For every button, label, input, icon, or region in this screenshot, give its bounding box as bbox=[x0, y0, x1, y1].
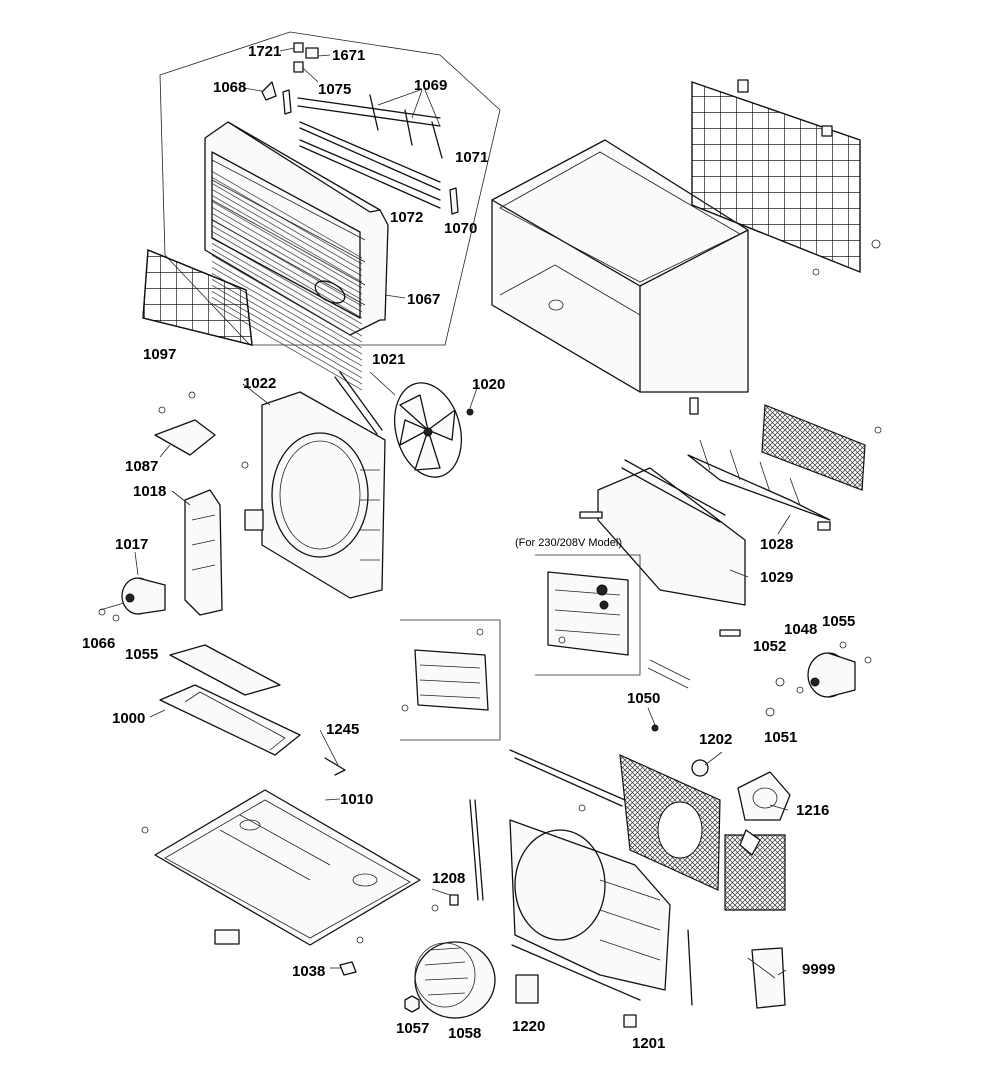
blower-wheel-1058 bbox=[414, 941, 496, 1019]
part-label-1068: 1068 bbox=[213, 79, 247, 96]
part-label-1208: 1208 bbox=[432, 870, 466, 887]
part-label-1066: 1066 bbox=[82, 635, 116, 652]
part-label-1057: 1057 bbox=[396, 1020, 430, 1037]
part-label-1055-right: 1055 bbox=[822, 613, 856, 630]
part-label-1245: 1245 bbox=[326, 721, 360, 738]
part-label-1051: 1051 bbox=[764, 729, 798, 746]
part-label-1072: 1072 bbox=[390, 209, 424, 226]
part-label-1721: 1721 bbox=[248, 43, 282, 60]
rear-grille bbox=[691, 79, 881, 276]
front-panel-1067 bbox=[204, 121, 406, 396]
condenser-shroud bbox=[619, 754, 791, 911]
part-label-1017: 1017 bbox=[115, 536, 149, 553]
control-panel bbox=[400, 619, 501, 741]
part-label-1050: 1050 bbox=[627, 690, 661, 707]
clip-1070 bbox=[449, 187, 459, 215]
rods-1072 bbox=[297, 97, 441, 209]
manual-9999 bbox=[751, 947, 786, 1009]
motor-1017 bbox=[98, 577, 166, 622]
cover-1000 bbox=[159, 644, 346, 776]
bracket-1068 bbox=[261, 81, 277, 101]
clips-1069 bbox=[369, 89, 443, 159]
part-label-1075: 1075 bbox=[318, 81, 352, 98]
part-label-1216: 1216 bbox=[796, 802, 830, 819]
base-pan-1010 bbox=[141, 789, 421, 946]
part-label-1087: 1087 bbox=[125, 458, 159, 475]
cabinet-box bbox=[491, 139, 749, 393]
part-label-1097: 1097 bbox=[143, 346, 177, 363]
part-label-1220: 1220 bbox=[512, 1018, 546, 1035]
part-label-1067: 1067 bbox=[407, 291, 441, 308]
model-note: (For 230/208V Model) bbox=[515, 537, 622, 549]
fan-blade-1021 bbox=[394, 382, 474, 478]
part-label-1671: 1671 bbox=[332, 47, 366, 64]
part-label-1201: 1201 bbox=[632, 1035, 666, 1052]
clip-1075 bbox=[293, 61, 304, 73]
shroud-1022 bbox=[244, 371, 386, 599]
part-label-1055-left: 1055 bbox=[125, 646, 159, 663]
leader-lines bbox=[134, 371, 791, 976]
plate-1220 bbox=[515, 974, 539, 1004]
clip-1721 bbox=[293, 42, 304, 53]
part-label-1029: 1029 bbox=[760, 569, 794, 586]
partition-1029 bbox=[579, 459, 746, 637]
filter-1097 bbox=[142, 249, 253, 346]
clip-1050 bbox=[651, 724, 659, 732]
part-label-1069: 1069 bbox=[414, 77, 448, 94]
part-label-1058: 1058 bbox=[448, 1025, 482, 1042]
part-label-1202: 1202 bbox=[699, 731, 733, 748]
bracket-1087 bbox=[154, 419, 216, 456]
part-label-1020: 1020 bbox=[472, 376, 506, 393]
nut-1057 bbox=[404, 995, 420, 1013]
clip-1038 bbox=[339, 961, 357, 976]
bracket-1216 bbox=[739, 829, 761, 856]
part-label-1021: 1021 bbox=[372, 351, 406, 368]
part-label-1022: 1022 bbox=[243, 375, 277, 392]
part-label-9999: 9999 bbox=[802, 961, 836, 978]
blower-housing bbox=[431, 749, 693, 1006]
clip-1201 bbox=[623, 1014, 637, 1028]
part-label-1048: 1048 bbox=[784, 621, 818, 638]
part-label-1070: 1070 bbox=[444, 220, 478, 237]
part-label-1038: 1038 bbox=[292, 963, 326, 980]
capacitor-bracket bbox=[535, 554, 691, 689]
part-label-1000: 1000 bbox=[112, 710, 146, 727]
part-label-1052: 1052 bbox=[753, 638, 787, 655]
part-label-1010: 1010 bbox=[340, 791, 374, 808]
motor-mount-1018 bbox=[184, 489, 223, 616]
part-label-1071: 1071 bbox=[455, 149, 489, 166]
part-label-1028: 1028 bbox=[760, 536, 794, 553]
clip-1671 bbox=[305, 47, 319, 59]
motor-1048 bbox=[765, 641, 872, 717]
part-label-1018: 1018 bbox=[133, 483, 167, 500]
section-1028 bbox=[687, 397, 882, 531]
clip-1068b bbox=[282, 89, 292, 115]
